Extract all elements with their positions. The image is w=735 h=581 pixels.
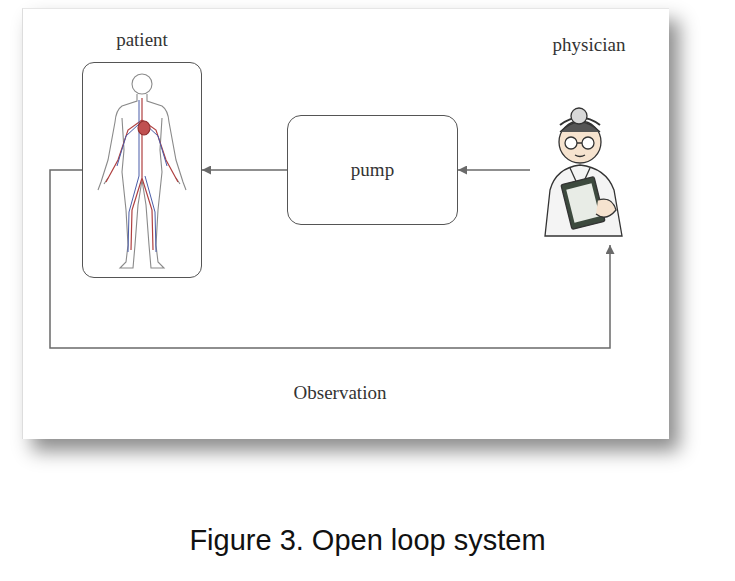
flow-arrow	[202, 169, 287, 171]
figure-caption: Figure 3. Open loop system	[0, 524, 735, 557]
doctor-coat	[545, 165, 622, 236]
flow-arrow	[50, 170, 610, 348]
flow-arrow	[458, 169, 530, 171]
physician-illustration	[545, 108, 622, 236]
doctor-head	[559, 121, 601, 163]
edge-label: Observation	[294, 382, 387, 404]
vein-lines	[117, 100, 167, 252]
glasses-left	[565, 137, 577, 149]
actor-figure: physician	[530, 100, 648, 245]
process-box: pump	[287, 115, 458, 225]
doctor-hand	[596, 199, 616, 217]
node-heading: patient	[43, 29, 241, 51]
clipboard-paper	[566, 183, 599, 222]
patient-box: patient	[82, 62, 202, 278]
body-head	[132, 74, 152, 94]
heart	[138, 121, 150, 135]
human-body-illustration	[98, 74, 186, 268]
body-outline	[98, 94, 186, 268]
head-mirror	[571, 108, 587, 124]
node-heading: physician	[490, 34, 688, 56]
doctor-face	[575, 143, 585, 157]
glasses-right	[582, 137, 594, 149]
artery-lines	[106, 98, 178, 250]
box-label: pump	[288, 159, 457, 181]
